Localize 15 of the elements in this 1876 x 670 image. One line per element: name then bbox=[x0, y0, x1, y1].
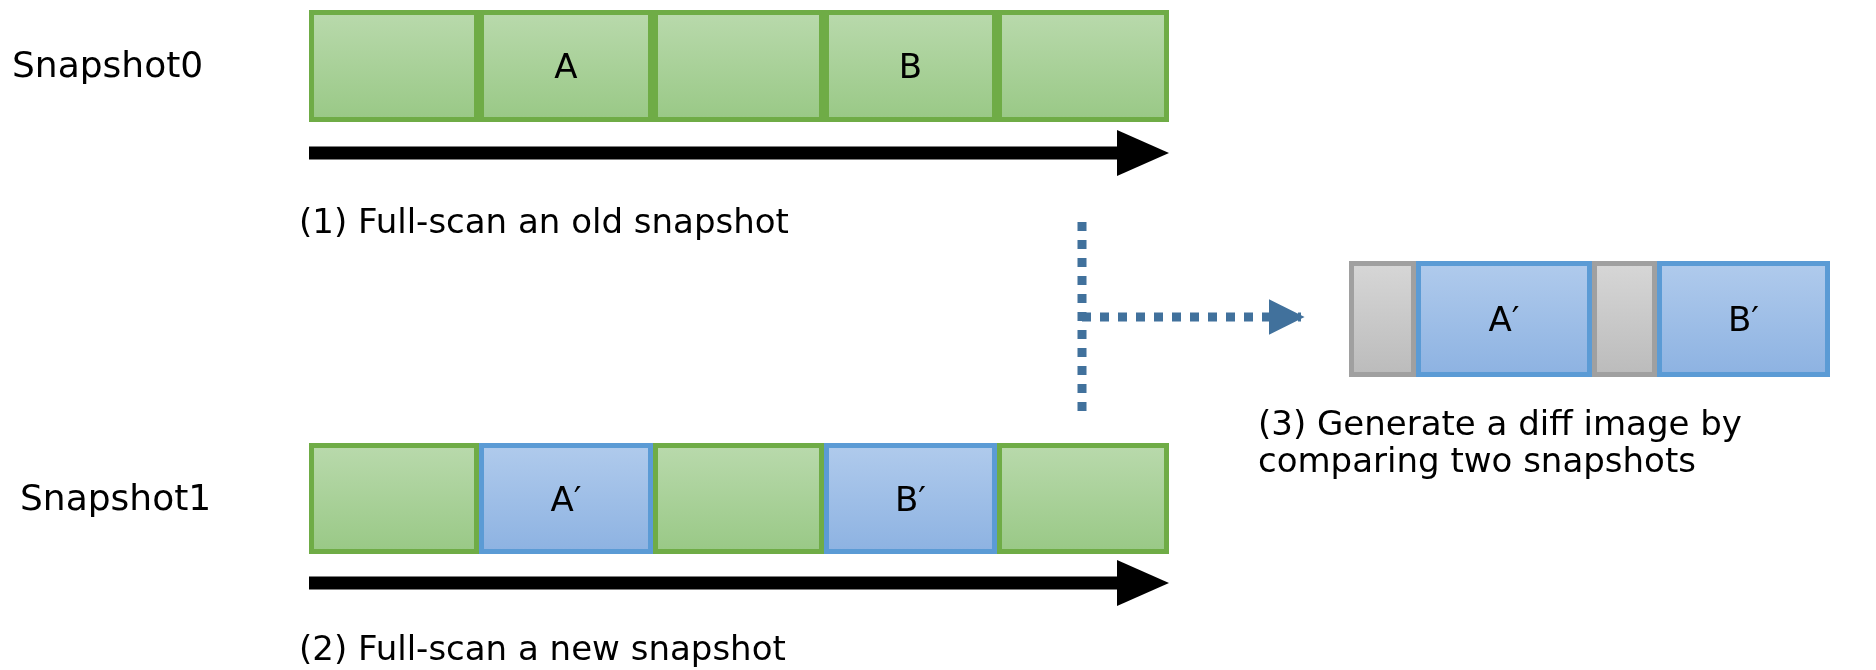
block-cell bbox=[479, 443, 653, 554]
row-title: Snapshot1 bbox=[20, 476, 212, 518]
block-label: A′ bbox=[1488, 299, 1520, 339]
block-cell bbox=[1416, 261, 1592, 377]
node-label: (1) Full-scan an old snapshot bbox=[299, 203, 790, 240]
block-cell bbox=[824, 443, 997, 554]
block-cell bbox=[1657, 261, 1830, 377]
node-label: (3) Generate a diff image by comparing two snapshots bbox=[1258, 405, 1743, 479]
block-label: A bbox=[554, 46, 578, 86]
block-label: B bbox=[898, 46, 923, 86]
row-title: Snapshot0 bbox=[12, 44, 204, 85]
node-label: (2) Full-scan a new snapshot bbox=[299, 630, 787, 667]
block-label: B′ bbox=[1727, 299, 1759, 339]
block-label: A′ bbox=[550, 478, 582, 519]
block-label: B′ bbox=[894, 478, 926, 519]
